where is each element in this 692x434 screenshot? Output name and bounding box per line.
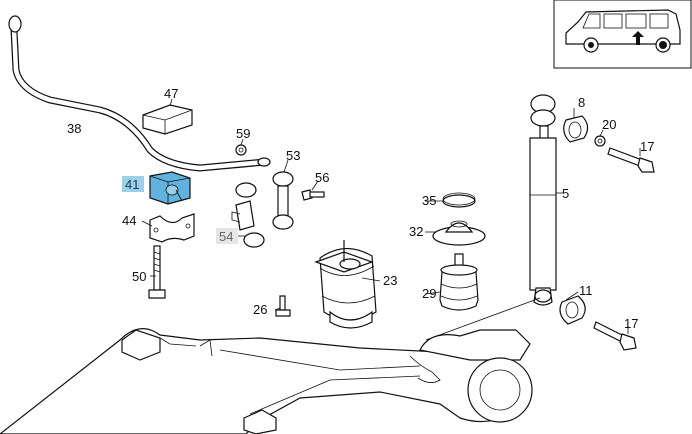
callout-47[interactable]: 47 xyxy=(164,86,178,101)
callout-20[interactable]: 20 xyxy=(602,117,616,132)
callout-17-top[interactable]: 17 xyxy=(640,139,654,154)
bolt-17-top xyxy=(607,147,655,173)
screw-26 xyxy=(275,295,291,317)
callout-35[interactable]: 35 xyxy=(422,193,436,208)
callout-50[interactable]: 50 xyxy=(132,269,146,284)
callout-32[interactable]: 32 xyxy=(409,224,423,239)
callout-54-box[interactable]: 54 xyxy=(216,228,238,244)
stabilizer-bar xyxy=(8,15,271,172)
bushing-8 xyxy=(563,115,589,143)
callout-54[interactable]: 54 xyxy=(219,229,233,244)
leader-lines xyxy=(141,108,641,334)
rubber-buffer-29 xyxy=(439,253,479,311)
callout-17-bottom[interactable]: 17 xyxy=(624,316,638,331)
washer-20 xyxy=(594,135,606,147)
callout-56[interactable]: 56 xyxy=(315,170,329,185)
bracket-47 xyxy=(142,98,193,135)
callout-44[interactable]: 44 xyxy=(122,213,136,228)
callout-5[interactable]: 5 xyxy=(562,186,569,201)
shock-absorber-5 xyxy=(529,94,557,306)
callout-41[interactable]: 41 xyxy=(125,177,139,192)
callouts: 38 47 59 53 41 56 44 54 50 26 23 35 32 2… xyxy=(67,86,654,331)
callout-29[interactable]: 29 xyxy=(422,286,436,301)
callout-23[interactable]: 23 xyxy=(383,273,397,288)
clamp-44 xyxy=(149,213,195,243)
nut-59 xyxy=(235,138,247,156)
callout-26[interactable]: 26 xyxy=(253,302,267,317)
callout-38[interactable]: 38 xyxy=(67,121,81,136)
callout-11[interactable]: 11 xyxy=(579,283,593,298)
callout-59[interactable]: 59 xyxy=(236,126,250,141)
rear-axle-frame xyxy=(0,297,541,434)
callout-8[interactable]: 8 xyxy=(578,95,585,110)
vehicle-thumbnail xyxy=(553,0,692,69)
washer-35 xyxy=(442,192,476,208)
rubber-mount-41[interactable] xyxy=(149,171,191,205)
bushing-11 xyxy=(559,295,586,325)
support-plate-32 xyxy=(432,220,486,246)
bolt-17-bottom xyxy=(593,321,637,351)
van-side-view-icon xyxy=(565,9,681,53)
bolt-56 xyxy=(301,189,325,201)
air-spring-23 xyxy=(314,240,377,329)
coupling-rod-53 xyxy=(231,171,294,248)
bolt-50 xyxy=(148,245,166,299)
callout-41-box[interactable]: 41 xyxy=(122,176,144,192)
callout-53[interactable]: 53 xyxy=(286,148,300,163)
